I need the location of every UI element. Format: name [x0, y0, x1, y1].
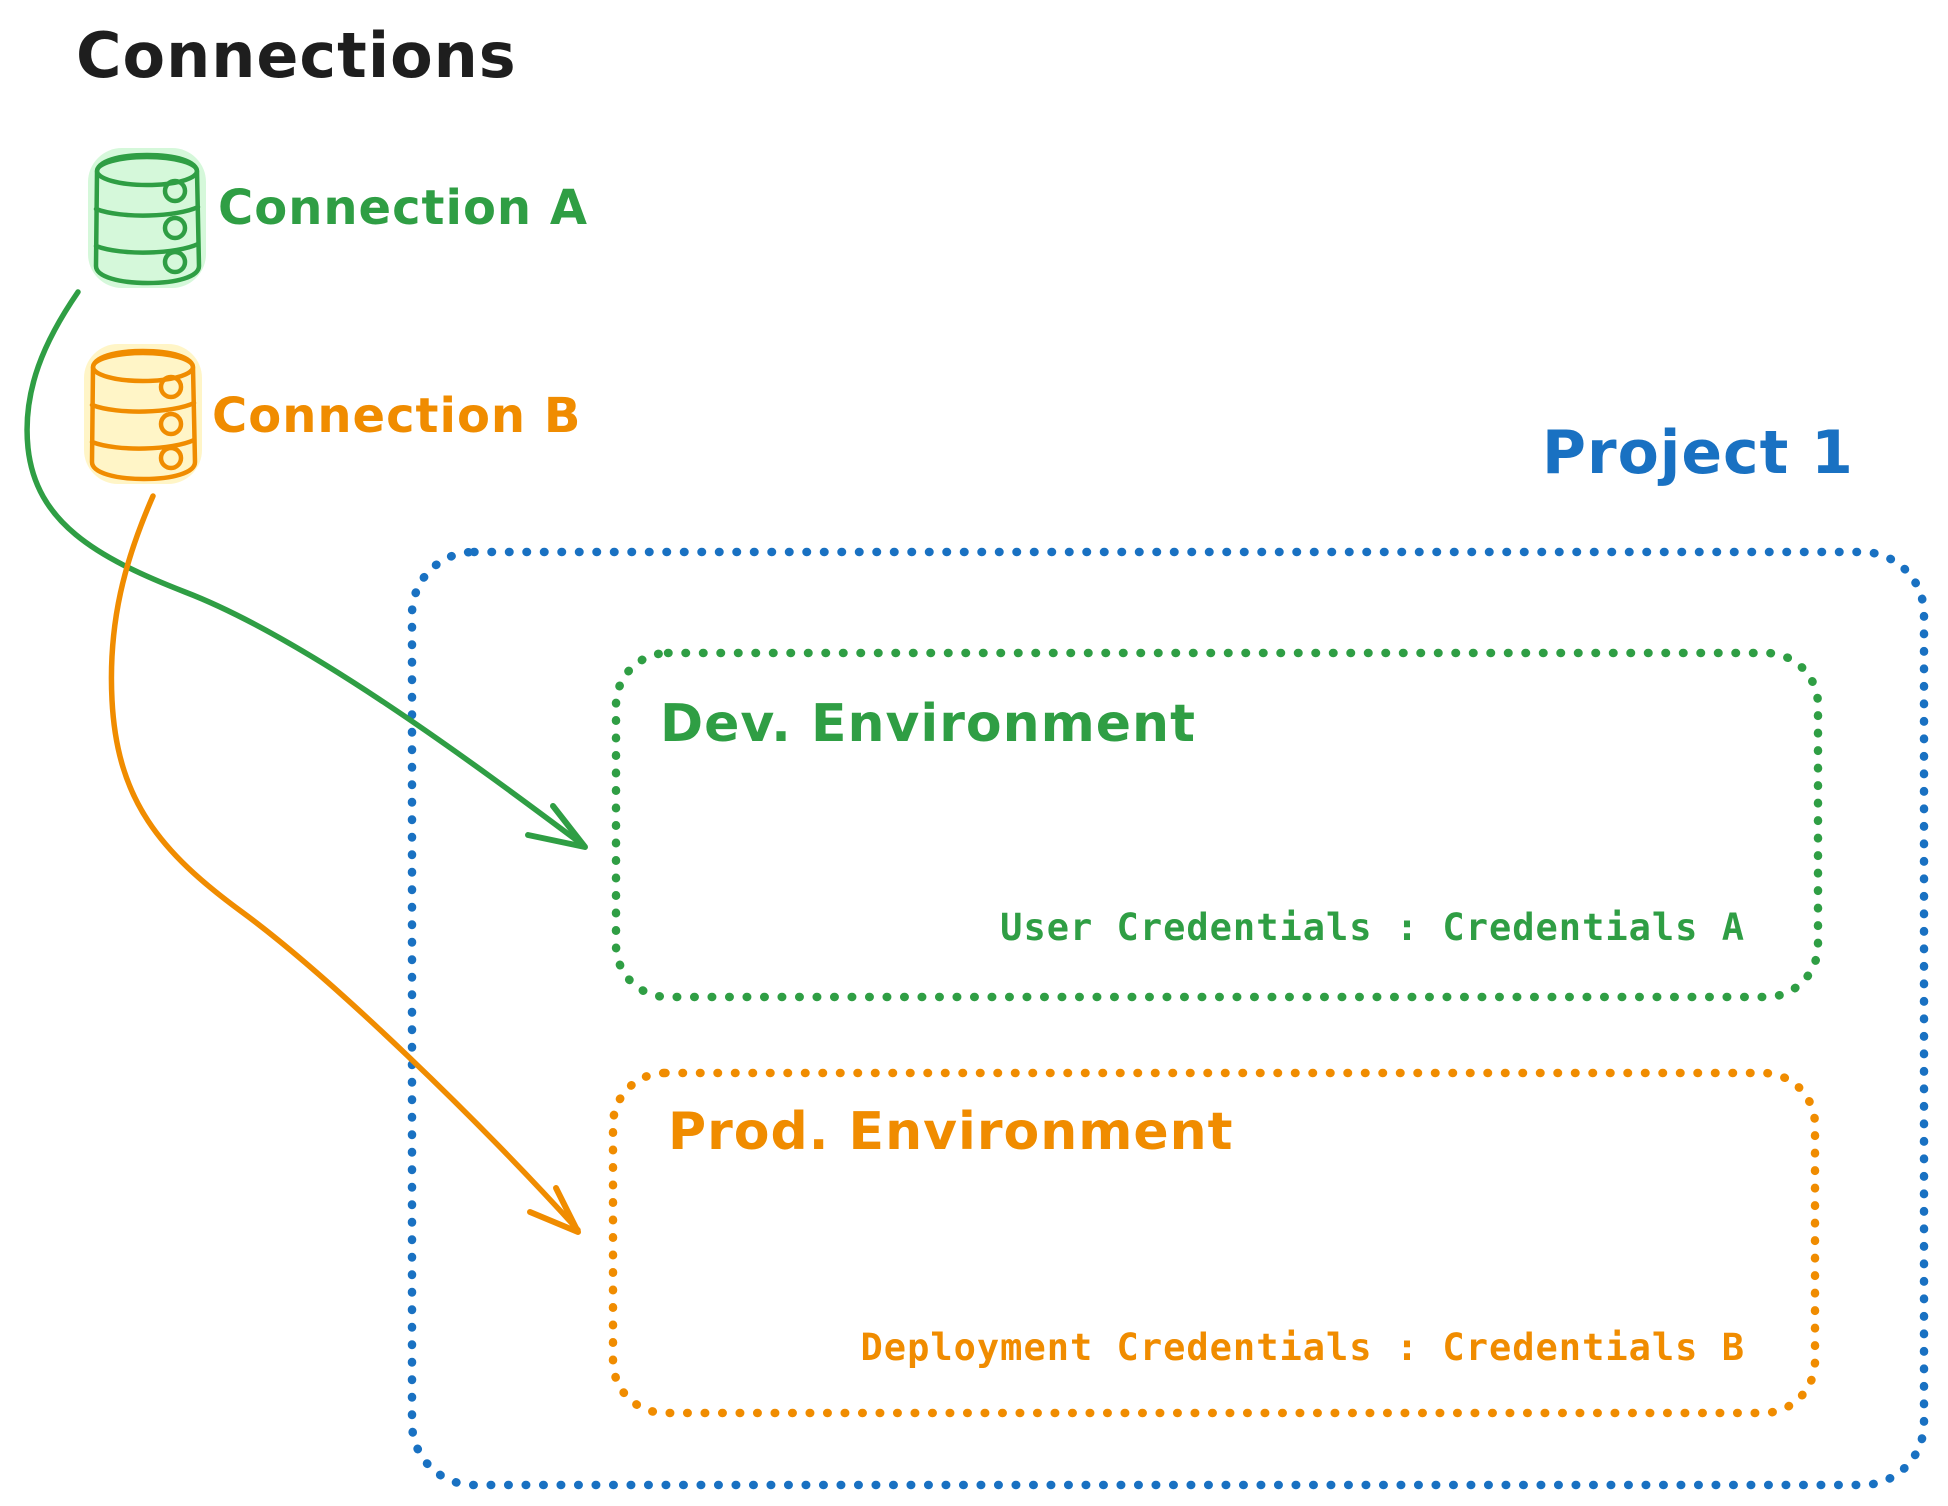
- project-1-label: Project 1: [1542, 418, 1854, 488]
- dev-environment-title: Dev. Environment: [660, 694, 1196, 754]
- prod-environment-title: Prod. Environment: [668, 1102, 1234, 1162]
- database-a-led-2: [162, 215, 188, 241]
- page-title: Connections: [76, 19, 517, 92]
- dev-credentials-text: User Credentials : Credentials A: [1000, 906, 1745, 949]
- database-a-halo: [88, 148, 206, 288]
- database-a-led-3: [162, 249, 188, 275]
- arrow-a-curve: [24, 289, 586, 848]
- arrow-connection-b-to-prod: [108, 493, 581, 1235]
- connection-a-label: Connection A: [218, 180, 588, 236]
- project-1-box: [407, 547, 1929, 1490]
- arrow-b-head: [527, 1185, 581, 1235]
- database-b-icon: [84, 344, 202, 484]
- database-b-led-3: [158, 445, 184, 471]
- database-a-led-1: [162, 178, 188, 204]
- prod-environment-box: [608, 1068, 1820, 1418]
- database-a-icon: [88, 148, 206, 288]
- dev-environment-box: [611, 648, 1823, 1002]
- database-b-divider-1: [89, 400, 197, 414]
- database-a-divider-1: [93, 204, 201, 218]
- database-a-divider-2: [93, 241, 201, 255]
- arrow-b-curve: [108, 493, 581, 1233]
- database-b-led-1: [158, 374, 184, 400]
- database-b-divider-2: [89, 437, 197, 451]
- database-b-top: [90, 350, 196, 384]
- arrow-connection-a-to-dev: [24, 289, 588, 850]
- arrow-a-head: [525, 803, 588, 850]
- database-b-led-2: [158, 411, 184, 437]
- connection-b-label: Connection B: [212, 388, 582, 444]
- database-a-top: [94, 154, 200, 188]
- prod-credentials-text: Deployment Credentials : Credentials B: [860, 1326, 1745, 1369]
- database-b-halo: [84, 344, 202, 484]
